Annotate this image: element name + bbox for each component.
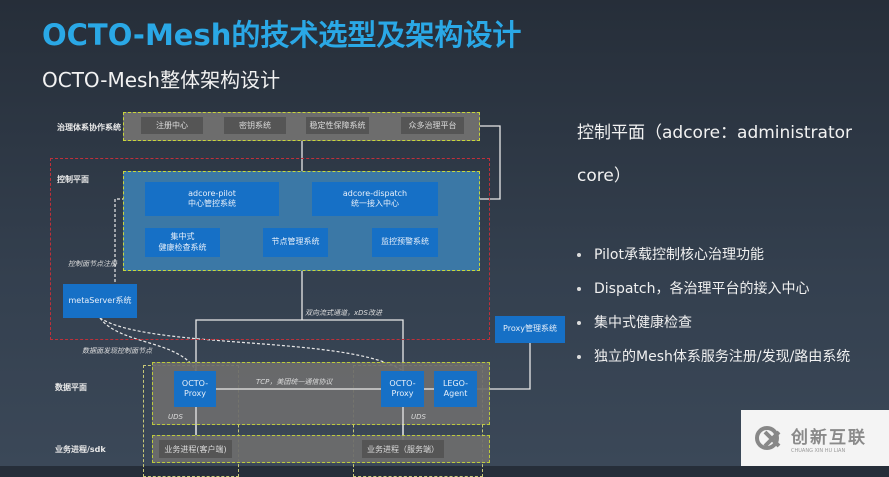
register-note: 控制面节点注册 bbox=[68, 260, 117, 268]
gov-item-keys: 密钥系统 bbox=[224, 117, 286, 134]
gov-item-stability: 稳定性保障系统 bbox=[306, 117, 369, 134]
slide-subtitle: OCTO-Mesh整体架构设计 bbox=[42, 68, 281, 92]
dispatch-desc: 统一接入中心 bbox=[351, 199, 399, 208]
node-mgmt-box: 节点管理系统 bbox=[263, 228, 328, 257]
control-plane-boundary bbox=[50, 158, 490, 340]
octo-proxy-client: OCTO-Proxy bbox=[174, 371, 216, 407]
slide-title: OCTO-Mesh的技术选型及架构设计 bbox=[42, 18, 522, 52]
watermark-logo: 创新互联 CHUANG XIN HU LIAN bbox=[741, 410, 889, 466]
discover-note: 数据面发现控制面节点 bbox=[82, 347, 152, 355]
data-plane-label: 数据平面 bbox=[55, 383, 87, 392]
lego-to-mgmt-line bbox=[477, 343, 531, 390]
proxy-line1: OCTO- bbox=[389, 378, 416, 388]
business-label: 业务进程/sdk bbox=[55, 445, 106, 454]
pilot-name: adcore-pilot bbox=[188, 188, 236, 198]
health-line1: 集中式 bbox=[170, 232, 195, 242]
data-plane-lines bbox=[195, 388, 434, 440]
tcp-note: TCP，美团统一通信协议 bbox=[256, 378, 333, 386]
stream-note: 双向流式通道，xDS改进 bbox=[305, 309, 382, 317]
pilot-desc: 中心管控系统 bbox=[188, 199, 236, 208]
logo-icon bbox=[755, 426, 781, 450]
gov-item-platforms: 众多治理平台 bbox=[401, 117, 464, 134]
server-process: 业务进程（服务端） bbox=[362, 440, 444, 458]
bullet-item: 集中式健康检查 bbox=[577, 312, 692, 332]
lego-agent-box: LEGO-Agent bbox=[434, 371, 477, 407]
monitor-box: 监控预警系统 bbox=[372, 228, 438, 257]
control-heading-line2: core） bbox=[577, 166, 631, 186]
bullet-item: Dispatch，各治理平台的接入中心 bbox=[577, 278, 810, 298]
bullet-text: Pilot承载控制核心治理功能 bbox=[594, 247, 764, 263]
control-plane-label: 控制平面 bbox=[57, 175, 89, 184]
dispatch-name: adcore-dispatch bbox=[342, 188, 408, 198]
bullet-text: 独立的Mesh体系服务注册/发现/路由系统 bbox=[594, 349, 851, 365]
logo-name: 创新互联 bbox=[791, 427, 867, 448]
proxy-line2: Proxy bbox=[184, 389, 206, 398]
health-check-box: 集中式健康检查系统 bbox=[145, 228, 220, 257]
metaserver-box: metaServer系统 bbox=[63, 284, 137, 318]
bullet-item: 独立的Mesh体系服务注册/发现/路由系统 bbox=[577, 346, 850, 366]
octo-proxy-server: OCTO-Proxy bbox=[381, 371, 424, 407]
stream-channel-line bbox=[195, 319, 404, 371]
uds-note-client: UDS bbox=[168, 413, 183, 421]
lego-line1: LEGO- bbox=[442, 378, 469, 388]
proxy-mgmt-box: Proxy管理系统 bbox=[495, 316, 565, 343]
health-line2: 健康检查系统 bbox=[158, 242, 207, 252]
gov-item-registry: 注册中心 bbox=[141, 117, 203, 134]
governance-label: 治理体系协作系统 bbox=[57, 123, 121, 132]
client-process: 业务进程(客户端) bbox=[159, 440, 232, 458]
uds-note-server: UDS bbox=[411, 413, 426, 421]
control-heading-line1: 控制平面（adcore：administrator bbox=[577, 123, 853, 143]
logo-pinyin: CHUANG XIN HU LIAN bbox=[791, 447, 846, 454]
lego-line2: Agent bbox=[443, 389, 468, 398]
proxy-line1: OCTO- bbox=[181, 378, 209, 388]
bullet-text: Dispatch，各治理平台的接入中心 bbox=[594, 281, 810, 297]
bullet-item: Pilot承载控制核心治理功能 bbox=[577, 244, 764, 264]
proxy-line2: Proxy bbox=[391, 389, 414, 398]
bullet-text: 集中式健康检查 bbox=[594, 315, 692, 331]
